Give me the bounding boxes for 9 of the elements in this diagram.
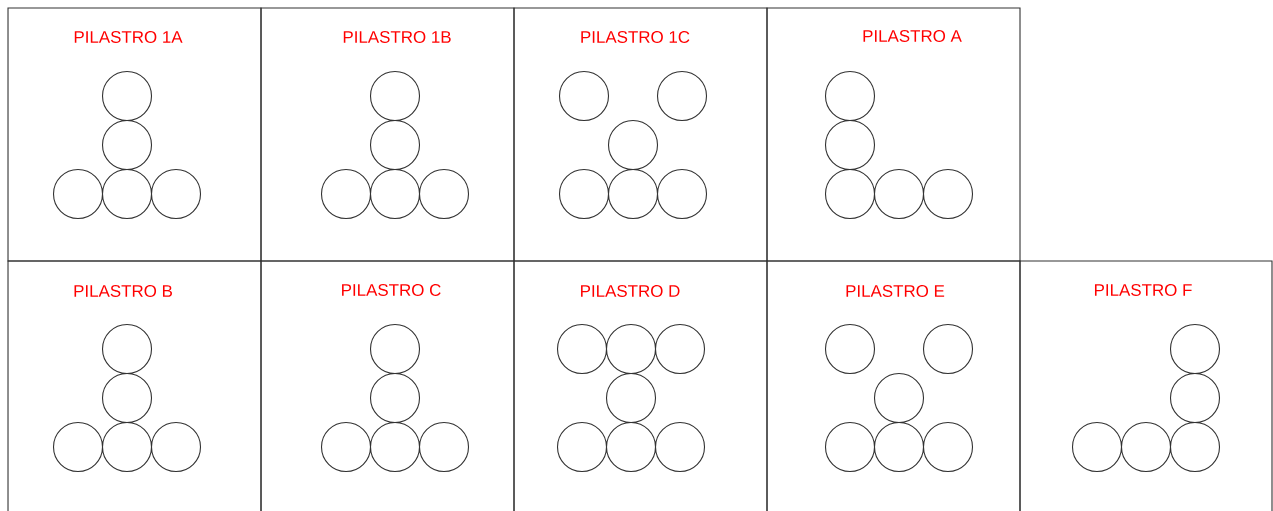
pillar-cell: PILASTRO 1C (513, 7, 768, 262)
pillar-cell: PILASTRO D (513, 260, 768, 511)
pillar-cell: PILASTRO B (7, 260, 262, 511)
pillar-cell: PILASTRO F (1019, 260, 1273, 511)
pillar-cell: PILASTRO 1B (260, 7, 515, 262)
pillar-cell: PILASTRO E (766, 260, 1021, 511)
pillar-cell: PILASTRO 1A (7, 7, 262, 262)
pillar-cell: PILASTRO A (766, 7, 1021, 262)
pillar-cell: PILASTRO C (260, 260, 515, 511)
